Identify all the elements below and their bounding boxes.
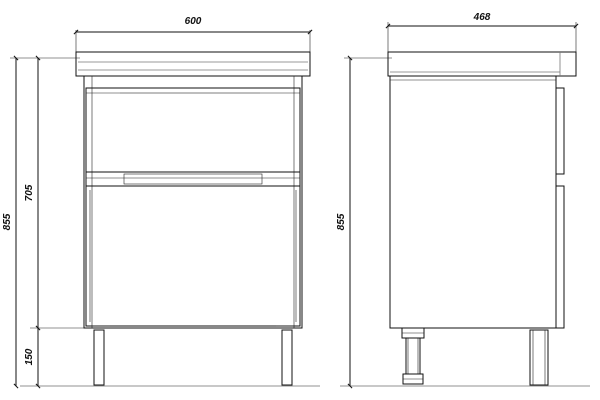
front-view: 600 <box>2 16 320 389</box>
side-panel <box>389 75 557 329</box>
side-back-leg <box>529 329 549 386</box>
lower-drawer <box>85 185 301 327</box>
side-total-height-label: 855 <box>336 213 347 230</box>
upper-drawer <box>85 87 301 173</box>
front-body-height-label: 705 <box>24 184 35 201</box>
front-leg-height-dimension: 150 <box>24 328 41 389</box>
front-legs <box>93 329 293 386</box>
side-depth-label: 468 <box>473 12 491 23</box>
front-leg-height-label: 150 <box>24 348 35 365</box>
front-width-label: 600 <box>185 16 202 27</box>
drawer-handle-strip <box>85 171 301 187</box>
side-depth-dimension: 468 <box>385 12 579 58</box>
countertop <box>75 51 311 77</box>
side-view: 468 <box>336 12 590 389</box>
front-body-height-dimension: 705 <box>24 55 84 331</box>
side-drawer-fronts <box>555 87 565 329</box>
side-adjustable-leg <box>401 327 425 385</box>
side-total-height-dimension: 855 <box>336 55 392 389</box>
front-total-height-label: 855 <box>2 213 13 230</box>
cabinet-body <box>83 75 303 329</box>
front-total-height-dimension: 855 <box>2 55 80 389</box>
side-countertop <box>387 51 577 77</box>
